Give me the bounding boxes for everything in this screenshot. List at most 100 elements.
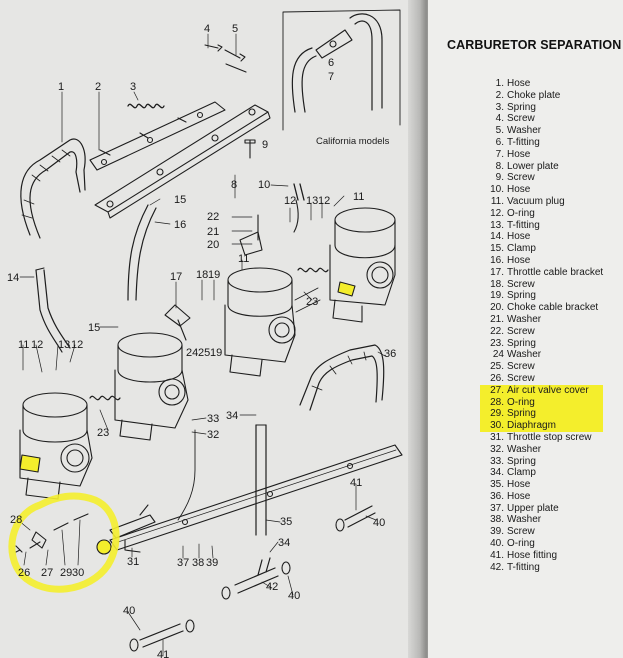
- callout-11c: 11: [18, 339, 29, 351]
- part-number: 34.: [490, 467, 504, 479]
- highlight-circle: [8, 492, 120, 593]
- part-number: 27.: [490, 384, 504, 396]
- part-name: Air cut valve cover: [507, 384, 589, 396]
- right-page: [428, 0, 623, 658]
- part-number: 39.: [490, 526, 504, 538]
- inset-caption: California models: [316, 136, 390, 147]
- part-name: Washer: [507, 349, 542, 361]
- callout-41b: 41: [157, 649, 169, 658]
- part-number: 35.: [490, 479, 504, 491]
- part-name: O-ring: [507, 207, 535, 219]
- carburetor-4: [329, 207, 396, 323]
- parts-list-item: 7.Hose: [480, 149, 603, 161]
- part-name: Hose: [507, 490, 531, 502]
- callout-7: 7: [328, 71, 334, 83]
- carburetor-2: [114, 332, 189, 441]
- parts-list-item: 42.T-fitting: [480, 562, 603, 574]
- hose-1: [20, 138, 86, 239]
- hose-16: [127, 204, 157, 301]
- part-name: O-ring: [507, 396, 535, 408]
- part-number: 2.: [495, 89, 504, 101]
- part-name: Hose: [507, 479, 531, 491]
- part-name: Hose fitting: [507, 549, 558, 561]
- parts-list-item: 3.Spring: [480, 102, 603, 114]
- callout-5: 5: [232, 23, 238, 35]
- parts-list-item: 31.Throttle stop screw: [480, 432, 603, 444]
- part-number: 4.: [495, 113, 504, 125]
- part-name: Screw: [507, 325, 535, 337]
- part-number: 40.: [490, 538, 504, 550]
- parts-list-item: 32.Washer: [480, 444, 603, 456]
- callout-12c: 12: [31, 339, 43, 351]
- callout-16: 16: [174, 219, 186, 231]
- callout-40c: 40: [123, 605, 135, 617]
- hose-7-inset: [291, 47, 317, 113]
- callout-10: 10: [258, 179, 270, 191]
- part-number: 5.: [495, 125, 504, 137]
- part-name: Vacuum plug: [507, 195, 565, 207]
- part-number: 14.: [490, 231, 504, 243]
- callout-4: 4: [204, 23, 210, 35]
- parts-list-item: 33.Spring: [480, 456, 603, 468]
- part-name: Throttle stop screw: [507, 431, 592, 443]
- callout-34b: 34: [278, 537, 290, 549]
- part-name: Hose: [507, 148, 531, 160]
- callout-34: 34: [226, 410, 238, 422]
- part-name: Lower plate: [507, 160, 559, 172]
- part-number: 32.: [490, 443, 504, 455]
- callout-27: 27: [41, 567, 53, 579]
- parts-list-item: 38.Washer: [480, 514, 603, 526]
- part-number: 30.: [490, 420, 504, 432]
- callout-28: 28: [10, 514, 22, 526]
- parts-list-item: 26.Screw: [480, 373, 603, 385]
- lower-plate: [94, 104, 271, 219]
- part-name: Spring: [507, 408, 536, 420]
- choke-plate: [89, 101, 226, 171]
- part-number: 41.: [490, 549, 504, 561]
- parts-list-item: 22.Screw: [480, 326, 603, 338]
- parts-list-item: 37.Upper plate: [480, 503, 603, 515]
- hose-14: [35, 269, 71, 353]
- part-number: 10.: [490, 184, 504, 196]
- part-number: 20.: [490, 302, 504, 314]
- callout-19: 19: [208, 269, 220, 281]
- parts-list-item: 4.Screw: [480, 113, 603, 125]
- parts-list-item: 19.Spring: [480, 290, 603, 302]
- callout-15: 15: [174, 194, 186, 206]
- callout-24: 24: [186, 347, 198, 359]
- part-name: Hose: [507, 231, 531, 243]
- part-number: 11.: [490, 195, 504, 207]
- callout-12: 12: [284, 195, 296, 207]
- part-name: Washer: [507, 514, 542, 526]
- parts-list-item: 25.Screw: [480, 361, 603, 373]
- callout-9: 9: [262, 139, 268, 151]
- callout-31: 31: [127, 556, 139, 568]
- parts-list-item: 40.O-ring: [480, 538, 603, 550]
- part-name: Diaphragm: [507, 420, 556, 432]
- parts-list-item: 2.Choke plate: [480, 90, 603, 102]
- part-number: 33.: [490, 455, 504, 467]
- part-number: 9.: [495, 172, 504, 184]
- part-name: Hose: [507, 184, 531, 196]
- part-name: Hose: [507, 78, 531, 89]
- part-number: 24: [492, 349, 504, 361]
- parts-list-item: 18.Screw: [480, 279, 603, 291]
- screw-9: [244, 139, 256, 159]
- part-name: Spring: [507, 337, 536, 349]
- part-number: 21.: [490, 313, 504, 325]
- part-number: 37.: [490, 502, 504, 514]
- callout-39: 39: [206, 557, 218, 569]
- inset-box: [282, 9, 401, 131]
- part-name: O-ring: [507, 538, 535, 550]
- part-name: T-fitting: [507, 136, 540, 148]
- part-number: 26.: [490, 372, 504, 384]
- part-number: 23.: [490, 337, 504, 349]
- parts-list-item: 9.Screw: [480, 172, 603, 184]
- parts-list-item: 13.T-fitting: [480, 220, 603, 232]
- part-number: 6.: [495, 136, 504, 148]
- parts-list-item: 39.Screw: [480, 526, 603, 538]
- part-number: 12.: [490, 207, 504, 219]
- part-name: Choke plate: [507, 89, 561, 101]
